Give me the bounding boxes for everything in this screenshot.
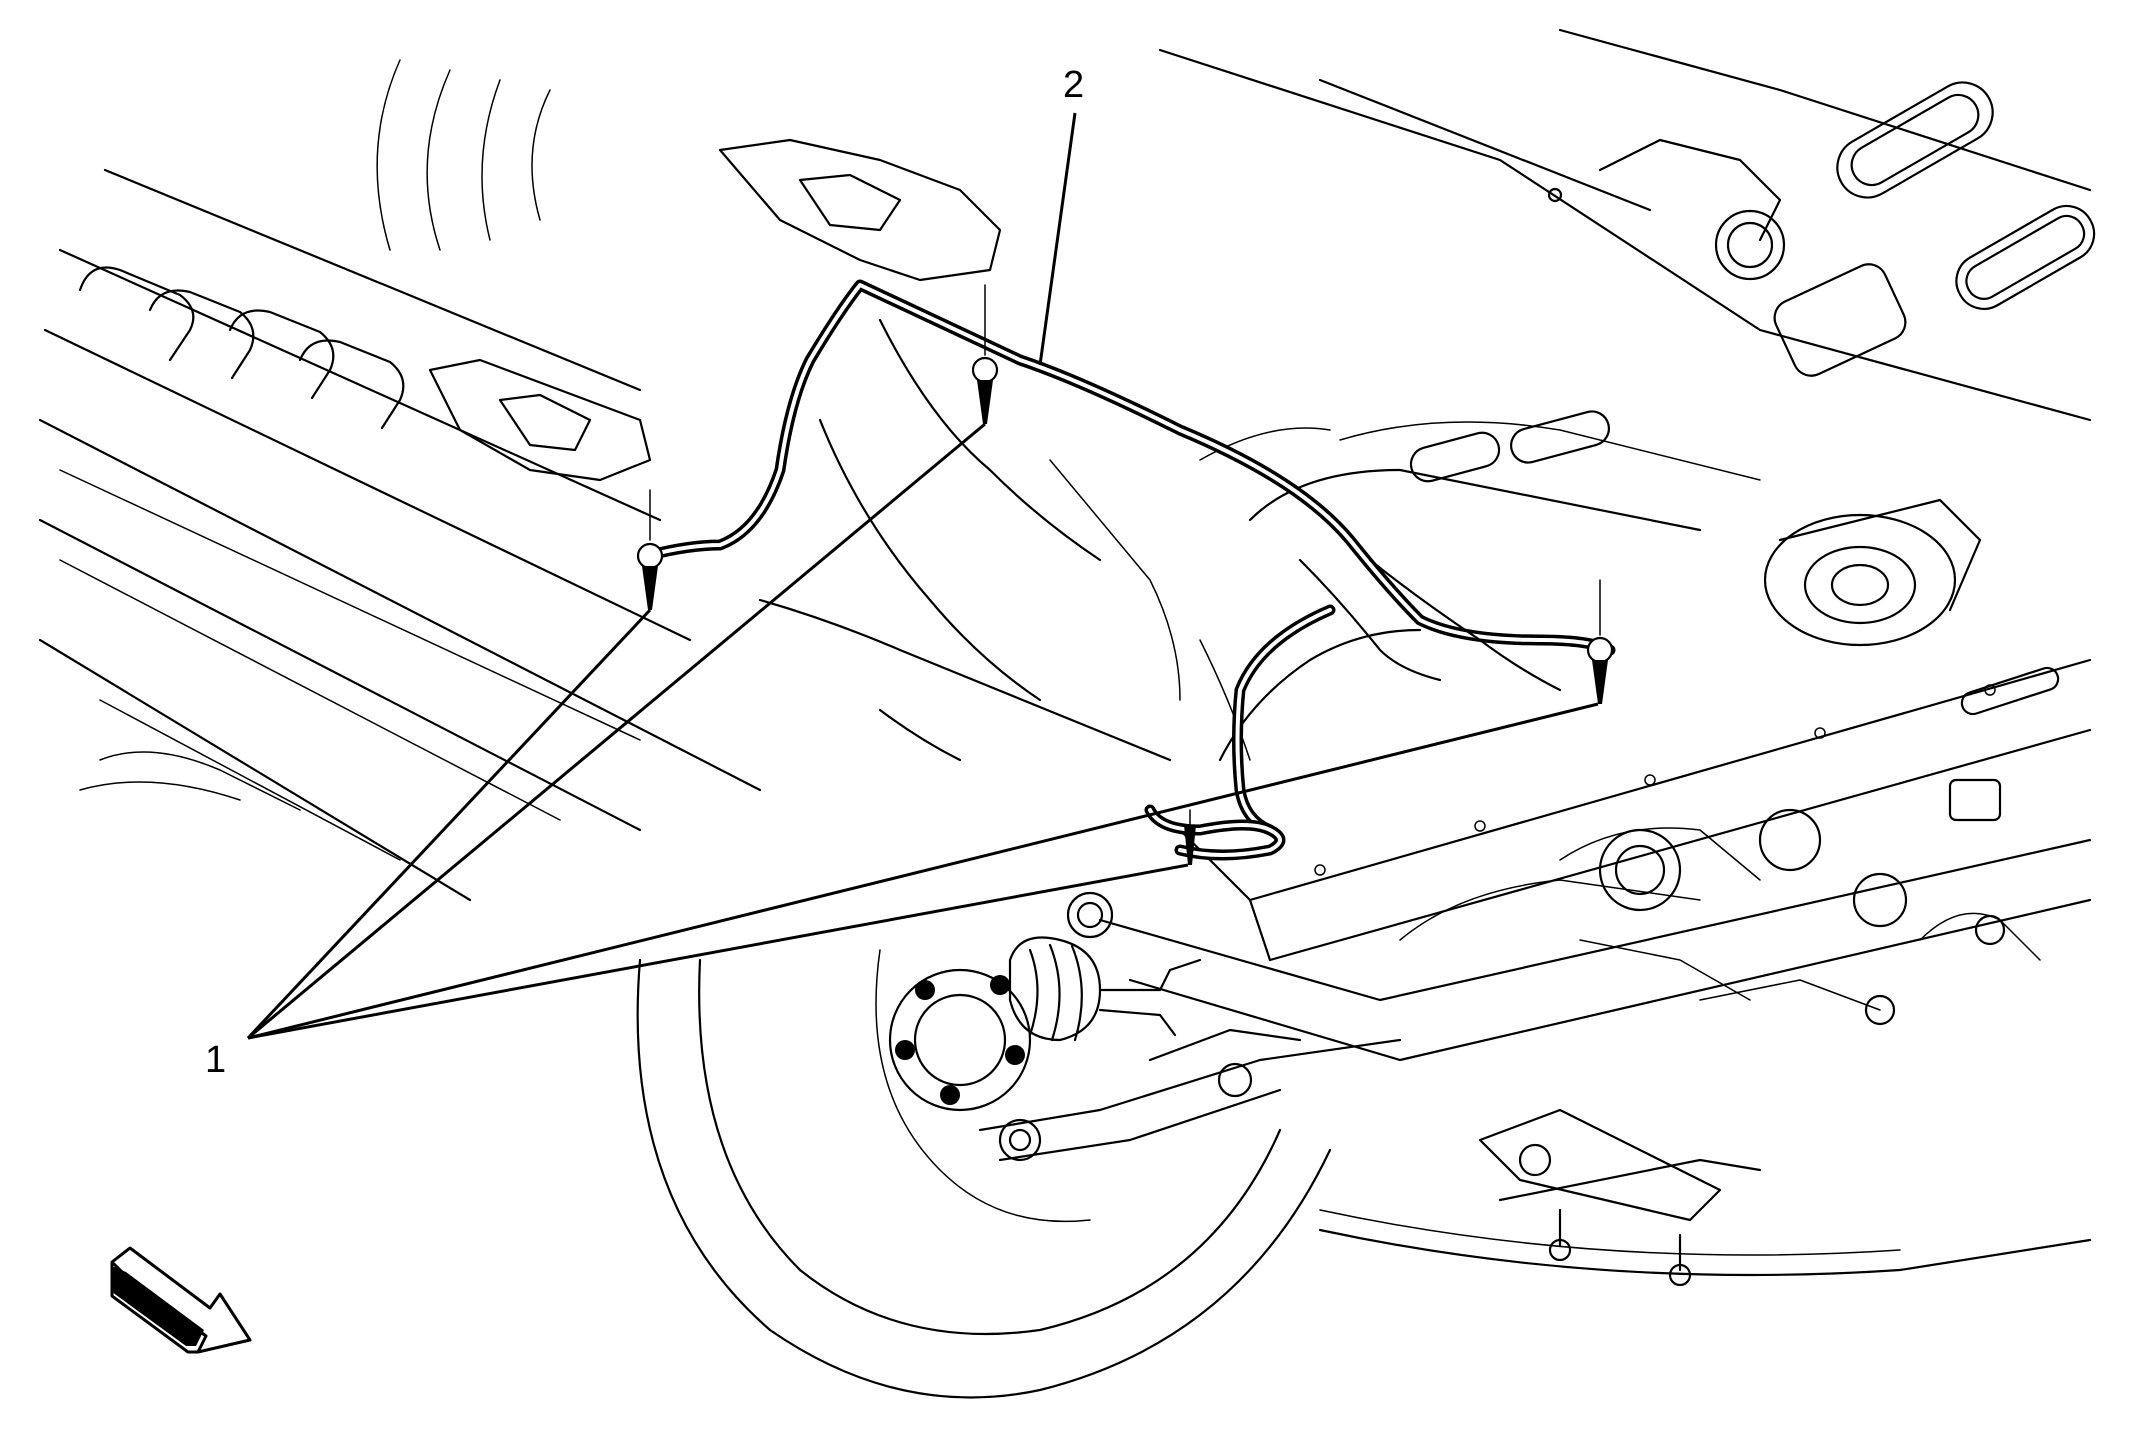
retainer-clip-1	[636, 489, 664, 610]
callout-1-leaders	[246, 422, 1599, 1040]
callout-label-1: 1	[205, 1039, 226, 1081]
forward-direction-arrow-icon	[110, 1246, 252, 1354]
retainer-clip-2	[971, 284, 999, 424]
retainer-clip-4	[1184, 809, 1196, 865]
vehicle-underbody	[38, 28, 2096, 1287]
drive-axle-boot	[1008, 936, 1202, 1042]
retainer-clip-3	[1586, 579, 1614, 704]
callout-2-leader	[1038, 112, 1077, 366]
wiring-harness	[644, 279, 1616, 861]
callout-label-2: 2	[1063, 64, 1084, 106]
rear-tire	[636, 891, 1332, 1399]
